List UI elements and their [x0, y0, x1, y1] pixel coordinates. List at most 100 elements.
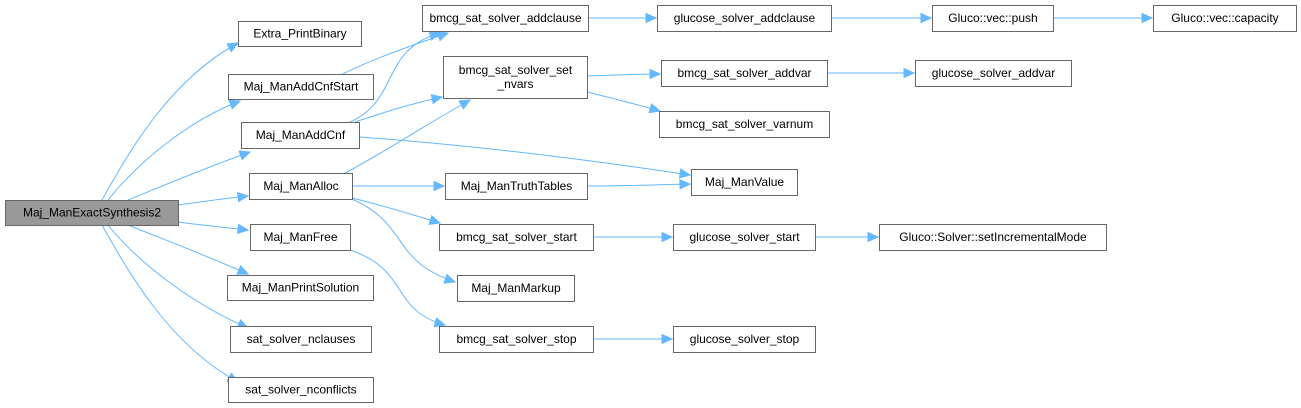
node-label: bmcg_sat_solver_varnum — [676, 117, 813, 131]
node-glucose-stop[interactable]: glucose_solver_stop — [673, 326, 816, 353]
edge-line — [177, 195, 249, 206]
node-label: glucose_solver_addclause — [674, 11, 816, 25]
edge-line — [107, 100, 241, 201]
arrowhead-icon — [433, 180, 446, 192]
arrowhead-icon — [661, 333, 674, 345]
node-printsolution[interactable]: Maj_ManPrintSolution — [227, 275, 374, 301]
arrowhead-icon — [661, 231, 674, 243]
node-label: glucose_solver_start — [689, 230, 800, 244]
node-extra-printbinary[interactable]: Extra_PrintBinary — [238, 21, 362, 47]
edges-layer — [101, 12, 1154, 383]
node-nconflicts[interactable]: sat_solver_nconflicts — [228, 377, 374, 403]
arrowhead-icon — [228, 99, 242, 110]
nodes-layer: Maj_ManExactSynthesis2 Extra_PrintBinaryM… — [5, 5, 1297, 403]
node-label: bmcg_sat_solver_stop — [456, 332, 576, 346]
node-addcnf[interactable]: Maj_ManAddCnf — [241, 122, 360, 149]
edge-root-to-addcnfstart — [107, 99, 242, 201]
edge-bmcg_start-to-glucose_start — [593, 231, 674, 243]
node-box — [422, 5, 589, 32]
node-bmcg-stop[interactable]: bmcg_sat_solver_stop — [439, 326, 594, 353]
node-box — [673, 326, 816, 353]
edge-addcnfstart-to-bmcg_addclause — [342, 31, 450, 75]
node-label: bmcg_sat_solver_start — [456, 230, 577, 244]
edge-root-to-nconflicts — [101, 224, 240, 383]
edge-line — [586, 91, 661, 112]
node-box — [227, 275, 374, 301]
arrowhead-icon — [458, 99, 472, 110]
arrowhead-icon — [903, 67, 916, 79]
node-box — [932, 5, 1054, 32]
node-addcnfstart[interactable]: Maj_ManAddCnfStart — [228, 74, 374, 100]
node-box — [228, 74, 374, 100]
edge-bmcg_setnvars-to-bmcg_varnum — [586, 91, 662, 114]
edge-line — [177, 221, 249, 231]
node-label: glucose_solver_stop — [690, 332, 800, 346]
edge-glucose_addclause-to-vec_push — [831, 12, 933, 24]
edge-line — [358, 136, 691, 176]
edge-bmcg_setnvars-to-bmcg_addvar — [586, 68, 662, 80]
node-box — [457, 275, 575, 302]
edge-line — [101, 42, 239, 201]
node-label: Extra_PrintBinary — [253, 27, 346, 41]
arrowhead-icon — [678, 168, 692, 179]
node-box — [443, 56, 588, 99]
node-value[interactable]: Maj_ManValue — [691, 169, 798, 196]
node-bmcg-addvar[interactable]: bmcg_sat_solver_addvar — [661, 60, 828, 87]
node-box — [439, 326, 594, 353]
node-glucose-addclause[interactable]: glucose_solver_addclause — [657, 5, 832, 32]
edge-line — [344, 99, 471, 174]
edge-root-to-free — [177, 221, 250, 235]
edge-root-to-extra_printbinary — [101, 42, 240, 201]
arrowhead-icon — [236, 264, 250, 275]
arrowhead-icon — [226, 42, 240, 53]
node-glucose-addvar[interactable]: glucose_solver_addvar — [915, 60, 1072, 87]
edge-line — [127, 224, 249, 275]
node-markup[interactable]: Maj_ManMarkup — [457, 275, 575, 302]
node-setincremental[interactable]: Gluco::Solver::setIncrementalMode — [879, 224, 1107, 251]
node-label: Maj_ManTruthTables — [461, 179, 573, 193]
edge-glucose_start-to-setincremental — [815, 231, 880, 243]
arrowhead-icon — [238, 150, 252, 161]
node-label: Maj_ManAlloc — [263, 179, 338, 193]
edge-line — [107, 224, 249, 329]
node-label: sat_solver_nclauses — [247, 332, 356, 346]
edge-bmcg_stop-to-glucose_stop — [593, 333, 674, 345]
node-bmcg-varnum[interactable]: bmcg_sat_solver_varnum — [659, 111, 830, 138]
edge-line — [586, 183, 691, 187]
node-root[interactable]: Maj_ManExactSynthesis2 — [5, 200, 179, 226]
edge-root-to-printsolution — [127, 224, 250, 275]
node-box — [915, 60, 1072, 87]
arrowhead-icon — [428, 214, 442, 226]
node-alloc[interactable]: Maj_ManAlloc — [249, 173, 353, 200]
node-box — [445, 173, 588, 200]
edge-line — [354, 96, 443, 123]
node-nclauses[interactable]: sat_solver_nclauses — [230, 326, 372, 353]
node-bmcg-addclause[interactable]: bmcg_sat_solver_addclause — [422, 5, 589, 32]
node-box — [249, 173, 353, 200]
edge-vec_push-to-vec_capacity — [1053, 12, 1154, 24]
node-truthtables[interactable]: Maj_ManTruthTables — [445, 173, 588, 200]
arrowhead-icon — [679, 179, 692, 190]
node-free[interactable]: Maj_ManFree — [250, 224, 351, 251]
node-bmcg-start[interactable]: bmcg_sat_solver_start — [439, 224, 594, 251]
edge-line — [586, 73, 661, 77]
node-box — [230, 326, 372, 353]
arrowhead-icon — [648, 103, 662, 114]
node-label: Maj_ManMarkup — [471, 281, 561, 295]
node-bmcg-setnvars[interactable]: bmcg_sat_solver_set_nvars — [443, 56, 588, 99]
node-glucose-start[interactable]: glucose_solver_start — [673, 224, 816, 251]
node-label: Maj_ManExactSynthesis2 — [23, 206, 161, 220]
node-box — [879, 224, 1107, 251]
edge-line — [349, 32, 441, 123]
arrowhead-icon — [428, 30, 442, 41]
arrowhead-icon — [433, 317, 447, 328]
node-label: Maj_ManAddCnfStart — [244, 80, 359, 94]
node-box — [238, 21, 362, 47]
node-vec-capacity[interactable]: Gluco::vec::capacity — [1153, 5, 1297, 32]
arrowhead-icon — [430, 94, 444, 105]
edge-line — [127, 151, 251, 201]
node-box — [657, 5, 832, 32]
arrowhead-icon — [443, 273, 457, 284]
arrowhead-icon — [649, 68, 662, 80]
node-vec-push[interactable]: Gluco::vec::push — [932, 5, 1054, 32]
